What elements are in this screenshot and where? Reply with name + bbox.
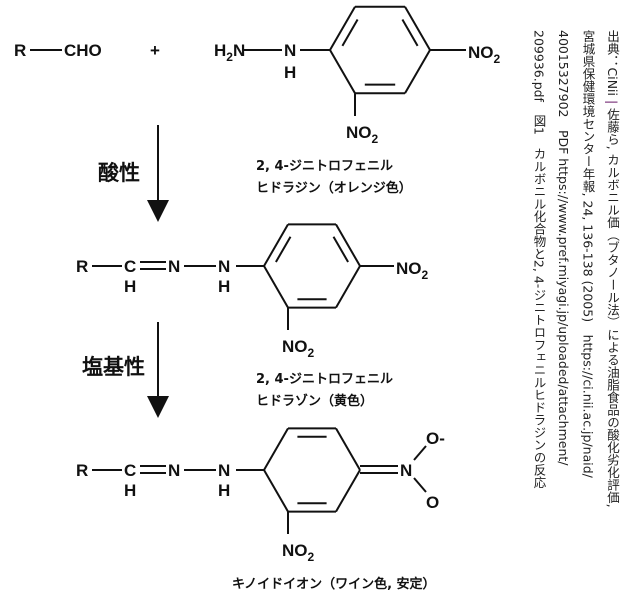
nitro-ortho-2: NO2 xyxy=(282,337,315,360)
cho-group: CHO xyxy=(64,41,102,60)
arrow-base-head xyxy=(147,396,169,418)
nitro-para-1: NO2 xyxy=(468,43,501,66)
reagent-label-1: 2, 4-ジニトロフェニル xyxy=(256,159,393,174)
reagent-n: N xyxy=(284,41,296,60)
condition-basic: 塩基性 xyxy=(82,355,145,379)
quinoid-n: N xyxy=(400,461,412,480)
source-citation: 出典：CiNii | 佐藤ら, カルボニル価（ブタノール法）による油脂食品の酸化… xyxy=(526,30,624,600)
source-line-4: 209936.pdf 図1 カルボニル化合物と2, 4-ジニトロフェニルヒドラジ… xyxy=(531,30,547,489)
ring-3-edge xyxy=(263,469,289,513)
r-group-2: R xyxy=(76,257,88,276)
r-group: R xyxy=(14,41,26,60)
source-line-3: 40015327902 PDF https://www.pref.miyagi.… xyxy=(556,30,571,466)
imine-n-3: N xyxy=(168,461,180,480)
carbon-3: C xyxy=(124,461,136,480)
quinoid-o: O xyxy=(426,493,439,512)
nitro-ortho-1: NO2 xyxy=(346,123,379,146)
ring-1-edge xyxy=(404,49,431,94)
condition-acidic: 酸性 xyxy=(98,161,140,185)
ring-2-edge xyxy=(335,223,361,267)
amine-n-3: N xyxy=(218,461,230,480)
n-o-bond xyxy=(413,477,427,493)
ring-2-edge xyxy=(335,265,361,309)
ring-1-edge xyxy=(329,49,356,94)
ring-3-edge xyxy=(335,427,361,471)
nitro-para-2: NO2 xyxy=(396,259,429,282)
amine-h-3: H xyxy=(218,481,230,500)
arrow-acid-head xyxy=(147,200,169,222)
carbon-h-2: H xyxy=(124,277,136,296)
ring-2-edge xyxy=(263,265,289,309)
imine-n-2: N xyxy=(168,257,180,276)
reagent-nh-h: H xyxy=(284,63,296,82)
quinoid-label: キノイドイオン（ワイン色, 安定） xyxy=(232,576,436,592)
ring-3-edge xyxy=(335,469,361,513)
reagent-h2n: H2N xyxy=(214,41,245,64)
n-o-minus-bond xyxy=(413,445,427,461)
ring-2-edge xyxy=(263,223,289,267)
r-group-3: R xyxy=(76,461,88,480)
hydrazone-label-2: ヒドラゾン（黄色） xyxy=(256,393,373,409)
ring-3-edge xyxy=(263,427,289,471)
source-line-2: 宮城県保健環境センター年報, 24, 136-138 (2005) https:… xyxy=(580,30,596,478)
hydrazone-label-1: 2, 4-ジニトロフェニル xyxy=(256,372,393,387)
carbon-2: C xyxy=(124,257,136,276)
ring-1-double-bond xyxy=(401,19,419,47)
amine-h-2: H xyxy=(218,277,230,296)
ring-1-edge xyxy=(404,6,431,51)
plus-sign: + xyxy=(150,41,160,60)
amine-n-2: N xyxy=(218,257,230,276)
ring-2-double-bond xyxy=(332,236,349,263)
ring-1-edge xyxy=(329,6,356,51)
carbon-h-3: H xyxy=(124,481,136,500)
ring-1-double-bond xyxy=(341,19,359,47)
quinoid-o-minus: O- xyxy=(426,429,445,448)
reagent-label-2: ヒドラジン（オレンジ色） xyxy=(256,180,412,196)
bonds xyxy=(30,5,466,534)
ring-2-double-bond xyxy=(275,236,292,263)
source-line-1: 出典：CiNii | 佐藤ら, カルボニル価（ブタノール法）による油脂食品の酸化… xyxy=(605,30,620,508)
nitro-ortho-3: NO2 xyxy=(282,541,315,564)
